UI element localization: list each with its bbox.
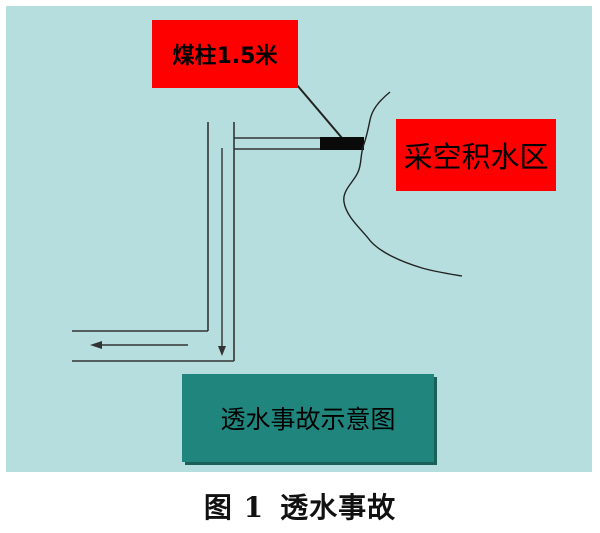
figure-title: 透水事故 xyxy=(280,491,397,524)
pillar-leader-line xyxy=(290,77,343,139)
coal-pillar-block xyxy=(320,137,364,150)
coal-pillar-label: 煤柱1.5米 xyxy=(152,20,298,88)
goaf-water-label: 采空积水区 xyxy=(396,119,556,191)
diagram-panel: 煤柱1.5米 采空积水区 透水事故示意图 xyxy=(6,6,592,472)
figure-label: 图 1 xyxy=(203,491,265,524)
figure-caption: 图 1 透水事故 xyxy=(0,484,600,528)
diagram-canvas xyxy=(72,77,463,362)
lower-roadway-arrow-head xyxy=(90,341,102,349)
diagram-title-box: 透水事故示意图 xyxy=(182,374,434,462)
shaft-arrow-head xyxy=(218,346,226,356)
goaf-boundary-curve xyxy=(343,91,463,277)
